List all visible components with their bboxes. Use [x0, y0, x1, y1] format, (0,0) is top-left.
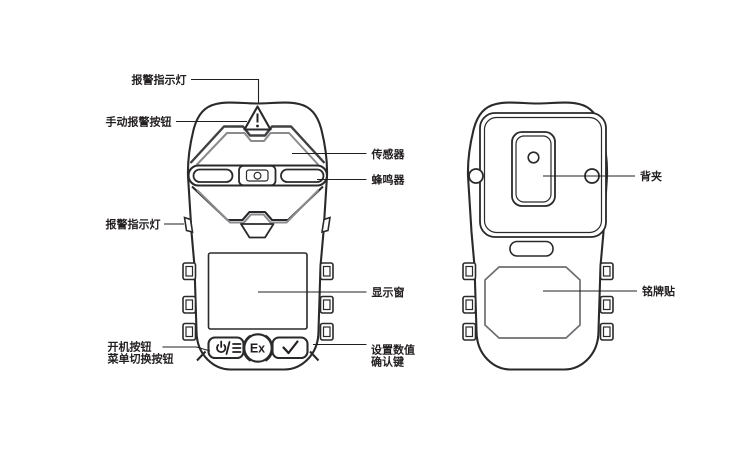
- back-device-view: [462, 101, 614, 371]
- label-buzzer: 蜂鸣器: [372, 173, 406, 187]
- center-vent: [240, 223, 275, 239]
- back-clip: [511, 131, 556, 207]
- ex-logo-text: Ex: [250, 342, 265, 356]
- speaker-bar: [187, 164, 329, 187]
- buzzer-module: [238, 164, 277, 187]
- ex-logo-right-arc: [265, 334, 274, 362]
- clip-hole: [527, 151, 540, 164]
- label-confirm-key: 确认键: [371, 355, 405, 369]
- warning-triangle-icon: [243, 105, 272, 131]
- label-display-window: 显示窗: [372, 285, 405, 299]
- button-row: Ex: [207, 333, 309, 363]
- lower-chevron-gray-line: [196, 189, 320, 224]
- label-alarm-indicator-top: 报警指示灯: [132, 73, 187, 87]
- callout-settings-confirm-key: 设置数值 确认键: [313, 343, 415, 369]
- callout-buzzer: 蜂鸣器: [317, 173, 405, 187]
- callout-alarm-indicator-top: 报警指示灯: [132, 73, 260, 103]
- callout-power-menu-button: 开机按钮 菜单切换按钮: [107, 340, 211, 366]
- right-alarm-light: [321, 216, 331, 234]
- label-sensor: 传感器: [371, 147, 406, 161]
- lower-chevron-line: [191, 185, 324, 222]
- label-alarm-indicator-side: 报警指示灯: [106, 217, 161, 231]
- callout-alarm-indicator-side: 报警指示灯: [106, 217, 184, 231]
- power-menu-icon: [216, 340, 242, 355]
- confirm-check-icon: [282, 340, 299, 355]
- label-power-button: 开机按钮: [108, 340, 152, 354]
- display-window: [207, 252, 308, 330]
- leader-line: [162, 346, 211, 352]
- callout-manual-alarm-button: 手动报警按钮: [106, 115, 247, 129]
- confirm-button: [271, 336, 309, 360]
- left-alarm-light: [183, 216, 194, 234]
- leader-line: [191, 78, 260, 103]
- label-settings-value: 设置数值: [371, 343, 415, 357]
- back-slot: [509, 240, 554, 257]
- label-nameplate: 铭牌贴: [642, 284, 675, 298]
- right-speaker-slot: [280, 168, 325, 183]
- ex-logo-circle: [243, 333, 273, 363]
- callout-display-window: 显示窗: [258, 285, 405, 299]
- right-corner-slash: [309, 350, 320, 362]
- callout-nameplate: 铭牌贴: [543, 284, 675, 298]
- callout-back-clip: 背夹: [543, 169, 662, 183]
- nameplate-area: [484, 266, 581, 339]
- back-plate-inner: [483, 116, 603, 234]
- front-device-view: Ex: [182, 101, 334, 371]
- left-screw: [468, 168, 484, 184]
- label-manual-alarm-button: 手动报警按钮: [106, 115, 172, 129]
- label-back-clip: 背夹: [640, 169, 662, 183]
- callout-sensor: 传感器: [292, 147, 405, 161]
- left-corner-slash: [196, 350, 207, 362]
- sensor-panel-outer-line: [189, 125, 326, 164]
- sensor-panel-inner-line: [195, 132, 320, 166]
- buzzer-hole: [253, 171, 262, 180]
- label-menu-switch-button: 菜单切换按钮: [107, 352, 174, 366]
- left-speaker-slot: [192, 168, 234, 183]
- ex-logo-left-arc: [242, 334, 251, 362]
